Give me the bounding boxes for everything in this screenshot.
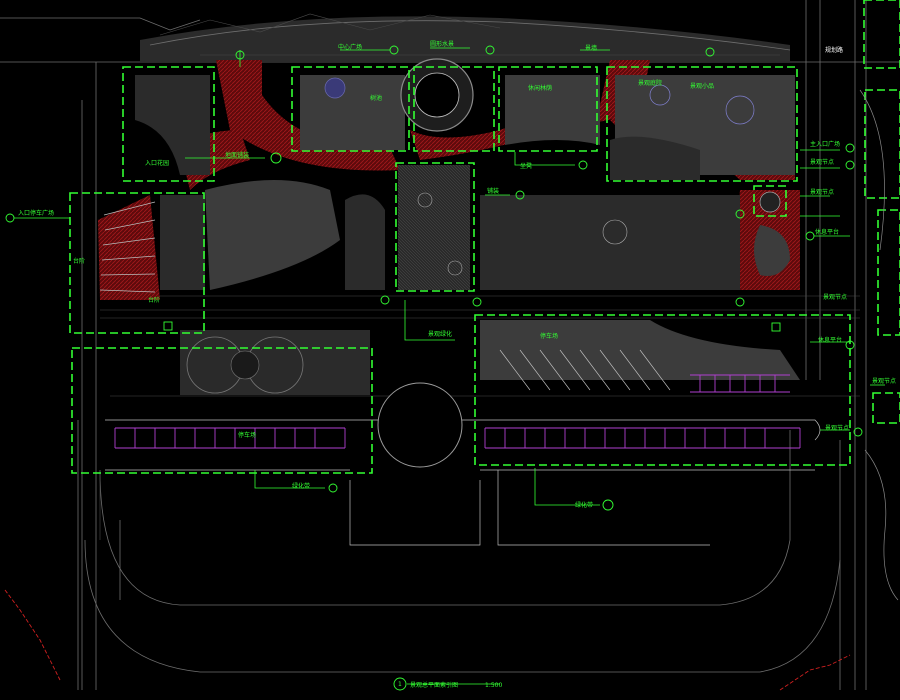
drawing-title: 景观总平面索引图	[410, 681, 458, 689]
label-right-node-3: 景观节点	[825, 424, 849, 432]
zone-center-plaza	[291, 66, 410, 152]
zone-far-right-2	[877, 209, 900, 336]
label-misc-4: 景观小品	[690, 82, 714, 90]
annotation-labels: 入口停车广场 入口花园 地面铺装 中心广场 圆形水景 树池 休闲林荫 景墙 景观…	[18, 40, 896, 689]
label-right-strip: 景观绿化	[428, 330, 452, 338]
label-lower-left: 停车场	[238, 431, 256, 439]
label-misc-2: 树池	[370, 94, 382, 102]
drawing-title-marker: 1	[398, 681, 402, 688]
label-grove: 休闲林荫	[528, 84, 552, 92]
label-center-strip: 铺装	[487, 187, 499, 195]
parking-stalls	[114, 349, 801, 449]
label-far-right: 主入口广场	[810, 140, 840, 148]
label-circle: 圆形水景	[430, 40, 454, 48]
label-left-plaza: 入口停车广场	[18, 209, 54, 217]
zone-grove	[498, 66, 598, 152]
zone-left-plaza	[69, 192, 205, 334]
zone-far-right	[864, 89, 900, 199]
index-symbols	[5, 45, 885, 691]
zone-entry-garden	[122, 66, 215, 182]
label-right-3: 休息平台	[815, 228, 839, 236]
label-top-right-road: 规划路	[825, 46, 843, 54]
zone-lower-right	[474, 314, 851, 466]
label-center-plaza: 中心广场	[338, 43, 362, 51]
label-right-node-4: 景观节点	[872, 377, 896, 385]
zone-top-right	[863, 0, 900, 69]
circle-features	[186, 58, 781, 468]
survey-lines	[4, 89, 899, 691]
label-right-node-2: 休息平台	[818, 336, 842, 344]
zone-lower-left	[71, 347, 373, 474]
label-left-stairs: 台阶	[73, 257, 85, 265]
label-lower-right: 停车场	[540, 332, 558, 340]
label-court: 景观庭院	[638, 79, 662, 87]
label-entry-garden: 入口花园	[145, 159, 169, 167]
label-bottom-left-note: 绿化带	[292, 482, 310, 490]
zone-center-strip	[395, 162, 475, 292]
zone-small-node	[753, 185, 787, 217]
label-misc-1: 地面铺装	[225, 151, 249, 159]
top-band	[140, 13, 791, 63]
label-misc-5: 坐凳	[520, 162, 532, 170]
label-right-1: 景观节点	[810, 158, 834, 166]
zone-outlines	[69, 0, 900, 474]
zone-circle	[413, 66, 495, 152]
zone-court	[606, 66, 798, 182]
drawing-scale: 1:500	[485, 682, 502, 689]
label-misc-3: 景墙	[585, 44, 597, 52]
label-bottom-center-note: 绿化带	[575, 501, 593, 509]
label-right-node: 景观节点	[823, 293, 847, 301]
zone-far-right-3	[872, 392, 900, 424]
label-right-2: 景观节点	[810, 188, 834, 196]
left-stairs	[99, 201, 156, 293]
label-left-stairs-2: 台阶	[148, 296, 160, 304]
